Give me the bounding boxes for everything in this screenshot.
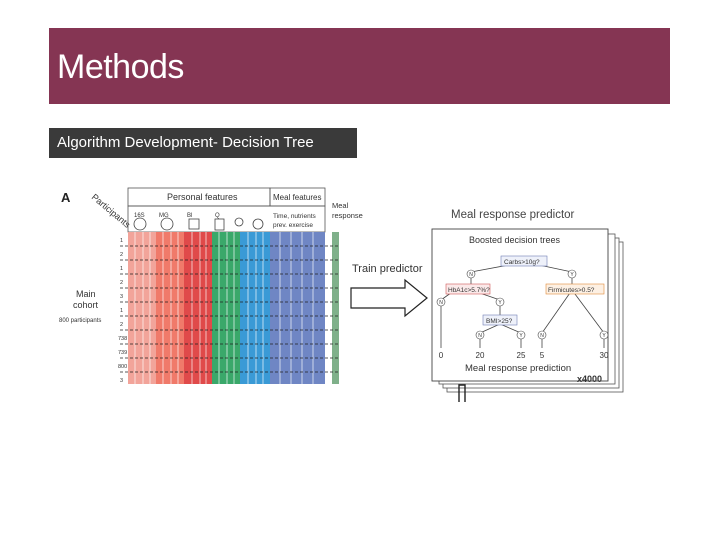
row-number: 1 (120, 308, 123, 314)
tree-card-front (431, 228, 609, 382)
meal-features-label: Meal features (273, 193, 321, 202)
leaf-value: 0 (439, 351, 444, 360)
meal-response-label-2: response (332, 211, 363, 220)
row-number: 2 (120, 252, 123, 258)
multiplier-label: x4000 (577, 374, 602, 384)
row-number: 1 (120, 238, 123, 244)
cohort-label-2: cohort (73, 300, 99, 310)
leaf-value: 20 (476, 351, 485, 360)
answer-no: N (469, 272, 473, 278)
row-number: 800 (118, 364, 127, 370)
icon-q: Q (215, 213, 220, 219)
icon-mg: MG (159, 213, 169, 219)
trees-title: Boosted decision trees (469, 235, 561, 245)
heatmap-col-mg (156, 232, 184, 384)
row-number: 3 (120, 378, 123, 384)
row-number: 2 (120, 322, 123, 328)
row-number: 739 (118, 350, 127, 356)
scale-icon (252, 218, 264, 230)
personal-features-label: Personal features (167, 192, 238, 202)
prediction-label: Meal response prediction (465, 363, 571, 374)
heatmap-col-bl (184, 232, 212, 384)
node-left (445, 283, 491, 295)
node-right (545, 283, 605, 295)
predictor-title: Meal response predictor (451, 209, 575, 221)
icon-16s: 16S (134, 213, 145, 219)
node-left-label: HbA1c>5.7%? (448, 287, 490, 294)
blood-test-icon (188, 218, 200, 230)
cohort-count: 800 participants (59, 318, 101, 324)
answer-yes: Y (602, 333, 606, 339)
node-leftright (482, 314, 518, 326)
row-number: 1 (120, 266, 123, 272)
heatmap-col-q (212, 232, 240, 384)
train-label: Train predictor (352, 263, 423, 275)
participants-label: Participants (90, 192, 133, 230)
panel-label: A (61, 190, 71, 205)
heatmap-col-meal (270, 232, 325, 384)
meal-response-label-1: Meal (332, 201, 349, 210)
answer-yes: Y (498, 300, 502, 306)
meal-features-sub1: Time, nutrients (273, 213, 316, 220)
person-icon (234, 217, 244, 227)
node-right-label: Firmicutes>0.5? (548, 287, 595, 294)
leaf-value: 5 (540, 351, 545, 360)
train-arrow (350, 278, 428, 318)
heatmap-col-anthro (240, 232, 270, 384)
answer-no: N (439, 300, 443, 306)
row-number: 3 (120, 294, 123, 300)
output-connector (458, 384, 466, 402)
node-root (500, 255, 548, 267)
row-number: 2 (120, 280, 123, 286)
leaf-value: 30 (600, 351, 609, 360)
answer-no: N (478, 333, 482, 339)
decision-tree-figure: A Participants Personal features Meal fe… (55, 180, 635, 405)
leaf-value: 25 (517, 351, 526, 360)
row-number: 738 (118, 336, 127, 342)
answer-no: N (540, 333, 544, 339)
cohort-label-1: Main (76, 289, 96, 299)
icon-bl: Bl (187, 213, 192, 219)
slide-subtitle: Algorithm Development- Decision Tree (57, 134, 314, 151)
metagenome-icon (160, 217, 174, 231)
questionnaire-icon (214, 218, 225, 231)
meal-features-sub2: prev. exercise (273, 222, 313, 229)
title-bar: Methods (49, 28, 670, 104)
microbiome-icon (133, 217, 147, 231)
heatmap-col-response (332, 232, 339, 384)
node-root-label: Carbs>10g? (504, 259, 540, 266)
feature-heatmap (120, 232, 339, 384)
node-leftright-label: BMI>25? (486, 318, 513, 325)
answer-yes: Y (570, 272, 574, 278)
heatmap-col-16s (128, 232, 156, 384)
slide-title: Methods (57, 48, 184, 86)
subtitle-bar: Algorithm Development- Decision Tree (49, 128, 357, 158)
figure-svg: A Participants Personal features Meal fe… (59, 187, 624, 402)
answer-yes: Y (519, 333, 523, 339)
